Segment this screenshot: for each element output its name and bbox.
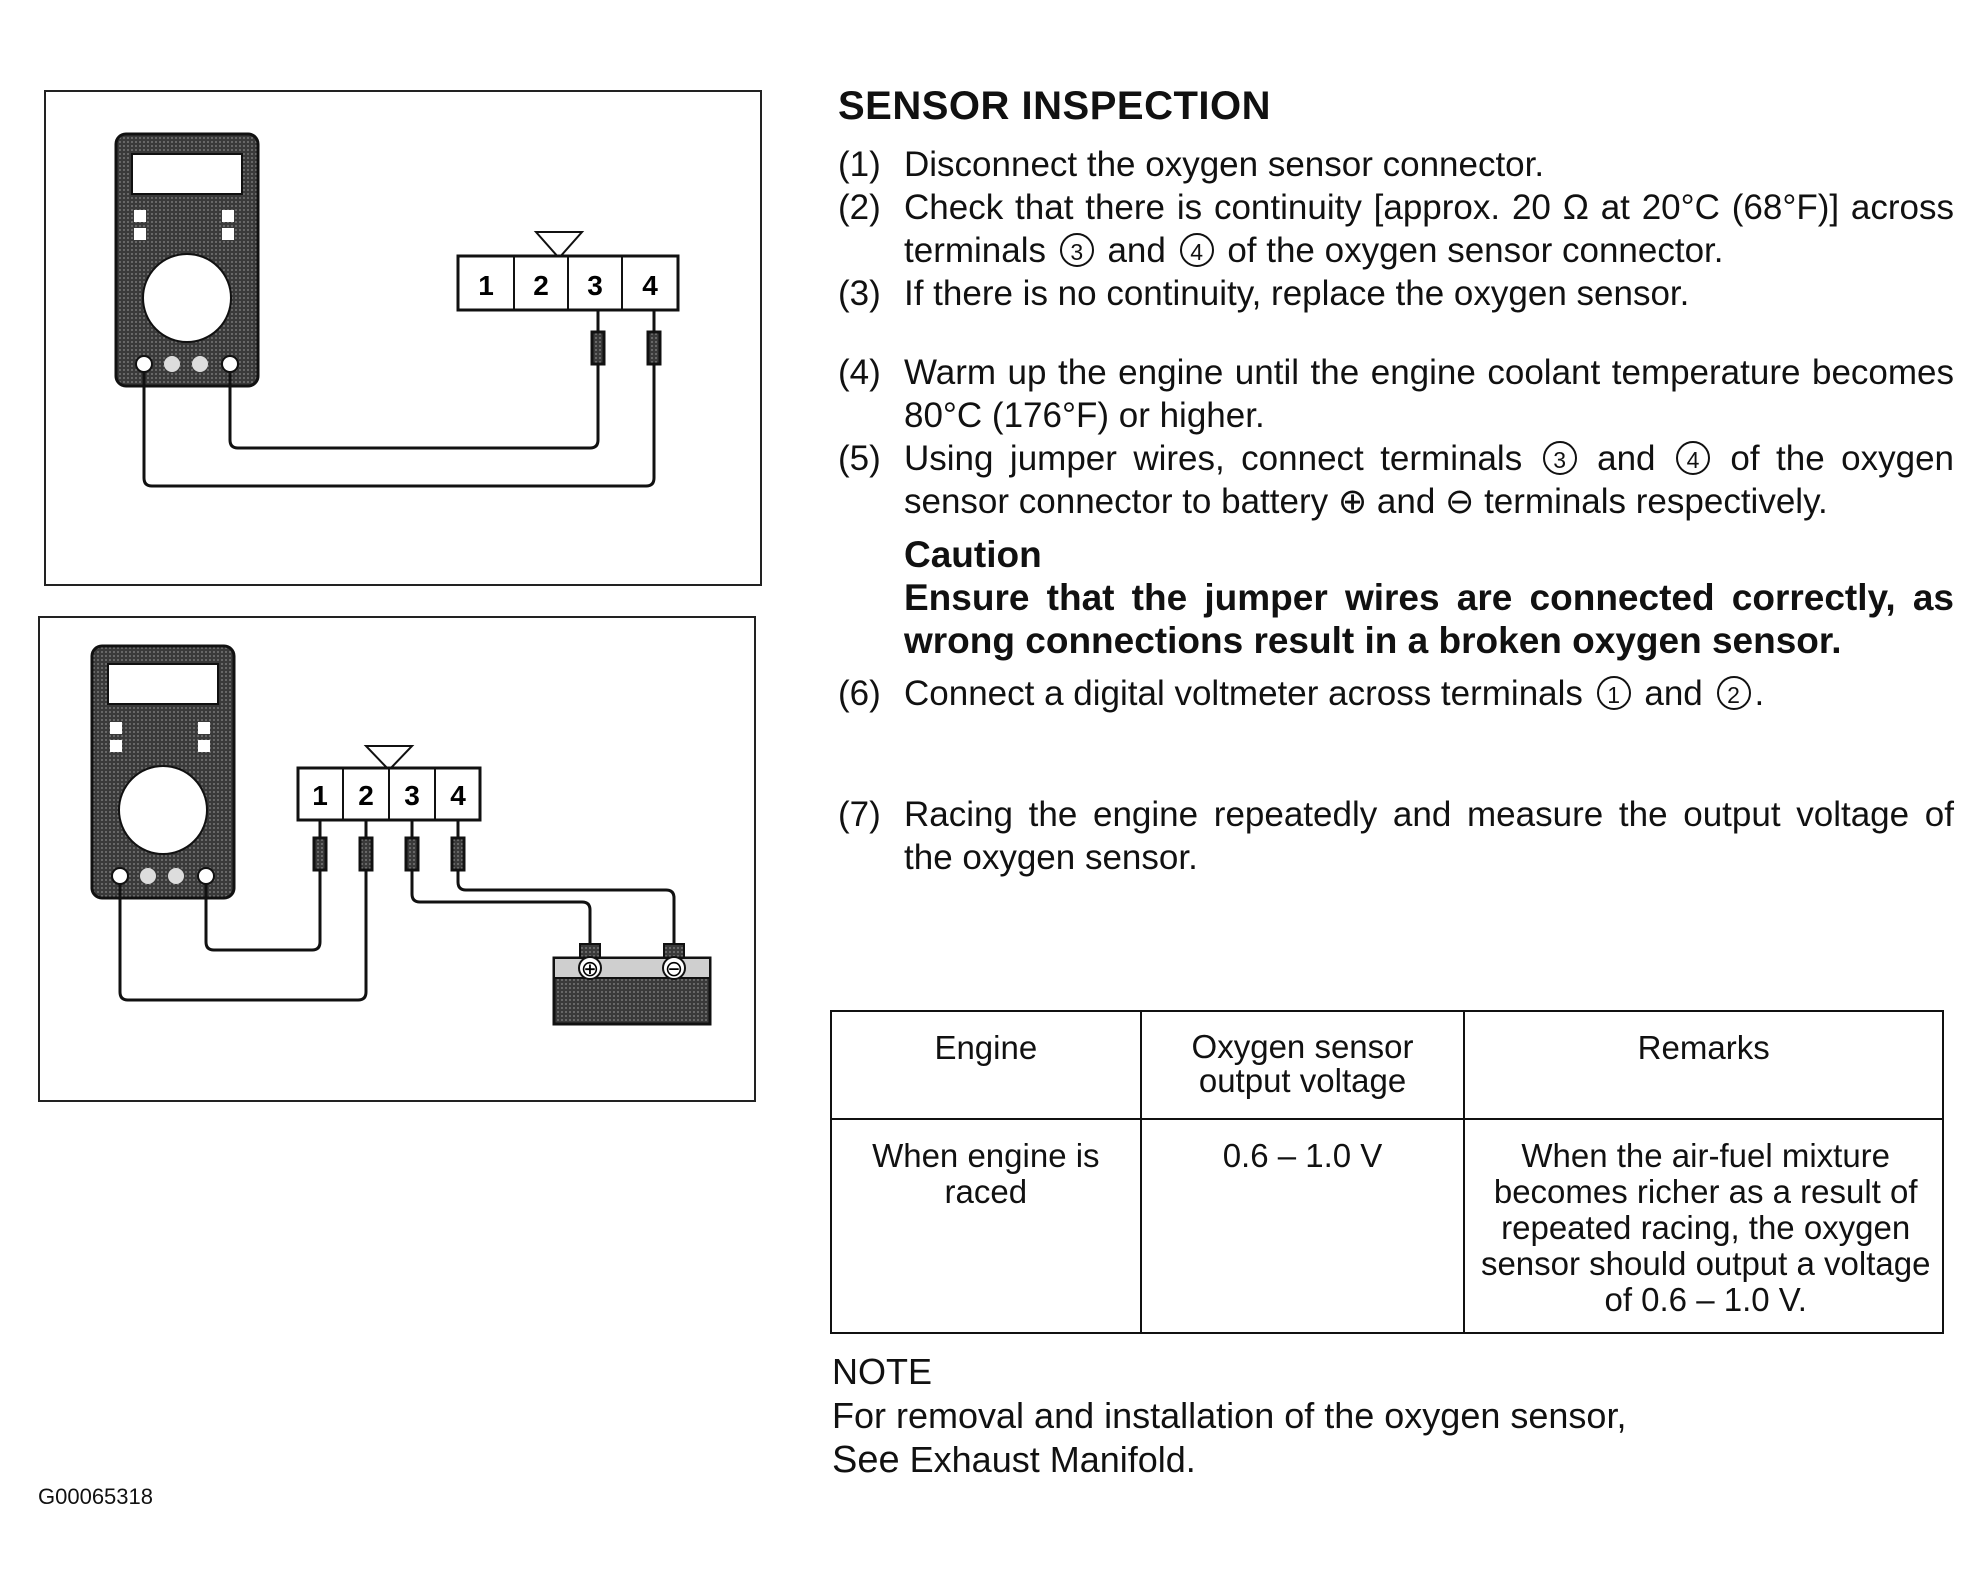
step-number: (6)	[838, 674, 881, 713]
note-text: For removal and installation of the oxyg…	[832, 1395, 1627, 1436]
step-2: (2) Check that there is continuity [appr…	[834, 186, 1954, 272]
multimeter	[114, 132, 260, 388]
table-row: When engine is raced 0.6 – 1.0 V When th…	[830, 1118, 1944, 1334]
terminal-circle-icon: 4	[1675, 441, 1710, 475]
diagram-continuity-check: 1 2 3 4	[44, 90, 762, 586]
meter-display	[131, 153, 243, 195]
step-3: (3) If there is no continuity, replace t…	[834, 272, 1954, 315]
table-header-engine: Engine	[830, 1010, 1142, 1120]
multimeter	[90, 644, 236, 900]
terminal-circle-icon: 3	[1059, 233, 1094, 267]
terminal-3-label: 3	[404, 780, 420, 811]
terminal-circle-icon: 3	[1542, 441, 1577, 475]
note-heading: NOTE	[832, 1351, 933, 1392]
terminal-4-label: 4	[450, 780, 466, 811]
step-text-part: and	[1107, 231, 1166, 270]
caution-block: Caution Ensure that the jumper wires are…	[834, 533, 1954, 662]
table-header-remarks: Remarks	[1463, 1010, 1944, 1120]
step-text: Racing the engine repeatedly and measure…	[904, 795, 1954, 877]
terminal-circle-icon: 1	[1596, 676, 1631, 710]
terminal-3-label: 3	[587, 270, 603, 301]
step-number: (4)	[838, 353, 881, 392]
table-cell-remarks: When the air-fuel mixture becomes richer…	[1463, 1118, 1944, 1334]
step-number: (1)	[838, 145, 881, 184]
note-block: NOTE For removal and installation of the…	[832, 1350, 1626, 1482]
step-text: Check that there is continuity [approx. …	[904, 186, 1954, 272]
step-text-part: .	[1754, 674, 1765, 713]
step-text: Warm up the engine until the engine cool…	[904, 353, 1954, 435]
terminal-2-label: 2	[358, 780, 374, 811]
table-cell-engine: When engine is raced	[830, 1118, 1142, 1334]
step-text: Using jumper wires, connect terminals 3 …	[904, 437, 1954, 523]
page-title: SENSOR INSPECTION	[838, 84, 1272, 128]
terminal-1-label: 1	[312, 780, 328, 811]
step-number: (2)	[838, 188, 881, 227]
table-header-row: Engine Oxygen sensor output voltage Rema…	[830, 1010, 1944, 1120]
terminal-circle-icon: 2	[1716, 676, 1751, 710]
battery-positive-label: ⊕	[581, 957, 599, 982]
meter-dial	[142, 253, 232, 343]
oxygen-sensor-connector: 1 2 3 4	[296, 745, 482, 822]
step-number: (5)	[838, 439, 881, 478]
continuity-diagram-svg: 1 2 3 4	[114, 132, 680, 488]
step-text: If there is no continuity, replace the o…	[904, 274, 1690, 313]
step-text: Disconnect the oxygen sensor connector.	[904, 145, 1545, 184]
reference-link[interactable]: Exhaust Manifold.	[909, 1439, 1196, 1480]
see-label: See	[832, 1439, 900, 1481]
diagram-output-voltage-check: 1 2 3 4 ⊕ ⊖	[38, 616, 756, 1102]
step-5: (5) Using jumper wires, connect terminal…	[834, 437, 1954, 523]
table-cell-voltage: 0.6 – 1.0 V	[1139, 1118, 1466, 1334]
step-text-part: Using jumper wires, connect terminals	[904, 439, 1523, 478]
instructions: SENSOR INSPECTION (1) Disconnect the oxy…	[834, 84, 1954, 879]
probe-leads	[142, 310, 662, 488]
step-6: (6) Connect a digital voltmeter across t…	[834, 672, 1954, 715]
step-number: (3)	[838, 274, 881, 313]
step-1: (1) Disconnect the oxygen sensor connect…	[834, 143, 1954, 186]
step-text-part: Connect a digital voltmeter across termi…	[904, 674, 1583, 713]
step-4: (4) Warm up the engine until the engine …	[834, 351, 1954, 437]
battery-negative-label: ⊖	[665, 957, 683, 982]
step-text-part: of the oxygen sensor connector to batter…	[904, 439, 1955, 521]
step-text-part: and	[1597, 439, 1656, 478]
meter-display	[107, 663, 219, 705]
terminal-2-label: 2	[533, 270, 549, 301]
spec-table: Engine Oxygen sensor output voltage Rema…	[830, 1010, 1944, 1334]
terminal-circle-icon: 4	[1179, 233, 1214, 267]
caution-heading: Caution	[904, 534, 1042, 575]
step-7: (7) Racing the engine repeatedly and mea…	[834, 793, 1954, 879]
caution-text: Ensure that the jumper wires are connect…	[904, 577, 1954, 661]
step-text-part: and	[1644, 674, 1703, 713]
terminal-4-label: 4	[642, 270, 658, 301]
step-text-part: of the oxygen sensor connector.	[1227, 231, 1724, 270]
step-text: Connect a digital voltmeter across termi…	[904, 672, 1954, 715]
note-reference: See Exhaust Manifold.	[832, 1438, 1626, 1482]
jumper-and-probe-leads	[118, 820, 676, 1002]
oxygen-sensor-connector: 1 2 3 4	[456, 231, 680, 312]
document-id: G00065318	[38, 1484, 153, 1509]
step-number: (7)	[838, 795, 881, 834]
battery: ⊕ ⊖	[552, 943, 712, 1026]
terminal-1-label: 1	[478, 270, 494, 301]
step-text-part: Check that there is continuity [approx. …	[904, 188, 1954, 270]
meter-dial	[118, 765, 208, 855]
voltage-diagram-svg: 1 2 3 4 ⊕ ⊖	[90, 644, 712, 1026]
table-header-voltage: Oxygen sensor output voltage	[1139, 1010, 1466, 1120]
